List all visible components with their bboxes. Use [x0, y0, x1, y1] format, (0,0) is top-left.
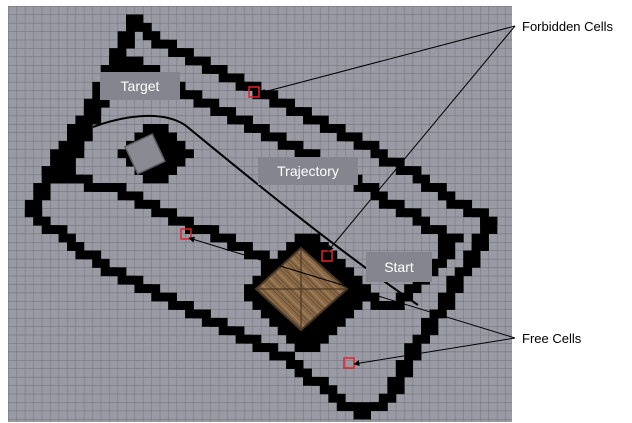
trajectory-label: Trajectory	[258, 157, 358, 185]
target-label: Target	[100, 72, 180, 100]
forbidden-cells-callout: Forbidden Cells	[522, 19, 614, 34]
start-label: Start	[366, 252, 432, 282]
svg-text:Target: Target	[121, 78, 160, 94]
svg-text:Start: Start	[384, 259, 414, 275]
svg-text:Trajectory: Trajectory	[277, 163, 339, 179]
free-cells-callout: Free Cells	[522, 331, 582, 346]
occupancy-grid	[8, 6, 512, 422]
